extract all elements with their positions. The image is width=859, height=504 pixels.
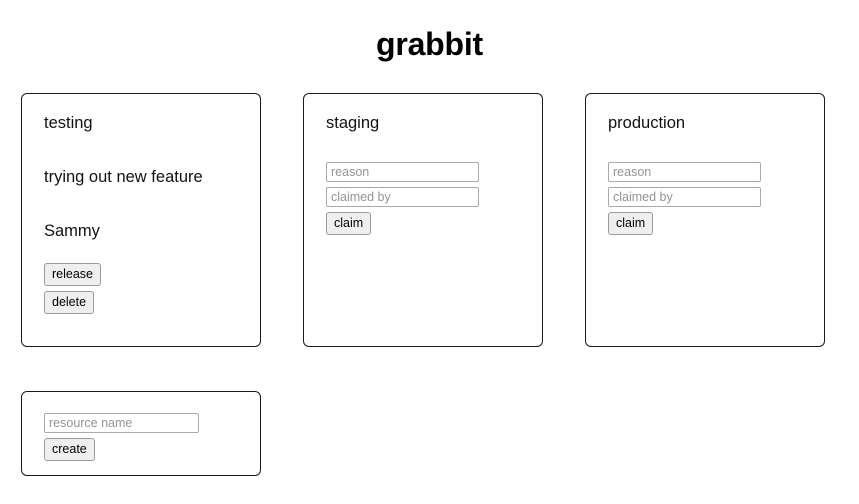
resource-card-row: testing trying out new feature Sammy rel… [0, 60, 859, 347]
resource-name: testing [44, 114, 93, 132]
resource-name: production [608, 114, 686, 132]
claimed-by-input[interactable] [326, 187, 479, 207]
create-button[interactable]: create [44, 438, 95, 461]
resource-name-input[interactable] [44, 413, 199, 433]
release-button[interactable]: release [44, 263, 101, 286]
reason-input[interactable] [326, 162, 479, 182]
claim-button[interactable]: claim [326, 212, 372, 235]
resource-reason: trying out new feature [44, 168, 203, 186]
create-resource-card: create [21, 391, 261, 476]
resource-name: staging [326, 114, 380, 132]
delete-button[interactable]: delete [44, 291, 95, 314]
resource-card-production: production claim [585, 93, 825, 347]
reason-input[interactable] [608, 162, 761, 182]
resource-claimed-by: Sammy [44, 222, 100, 240]
page-title: grabbit [375, 26, 484, 62]
create-form: create [44, 413, 240, 461]
resource-actions: release delete [44, 263, 240, 314]
claim-form: claim [608, 162, 804, 235]
claim-button[interactable]: claim [608, 212, 654, 235]
create-card-row: create [0, 347, 859, 476]
claimed-by-input[interactable] [608, 187, 761, 207]
resource-card-staging: staging claim [303, 93, 543, 347]
resource-card-testing: testing trying out new feature Sammy rel… [21, 93, 261, 347]
claim-form: claim [326, 162, 522, 235]
